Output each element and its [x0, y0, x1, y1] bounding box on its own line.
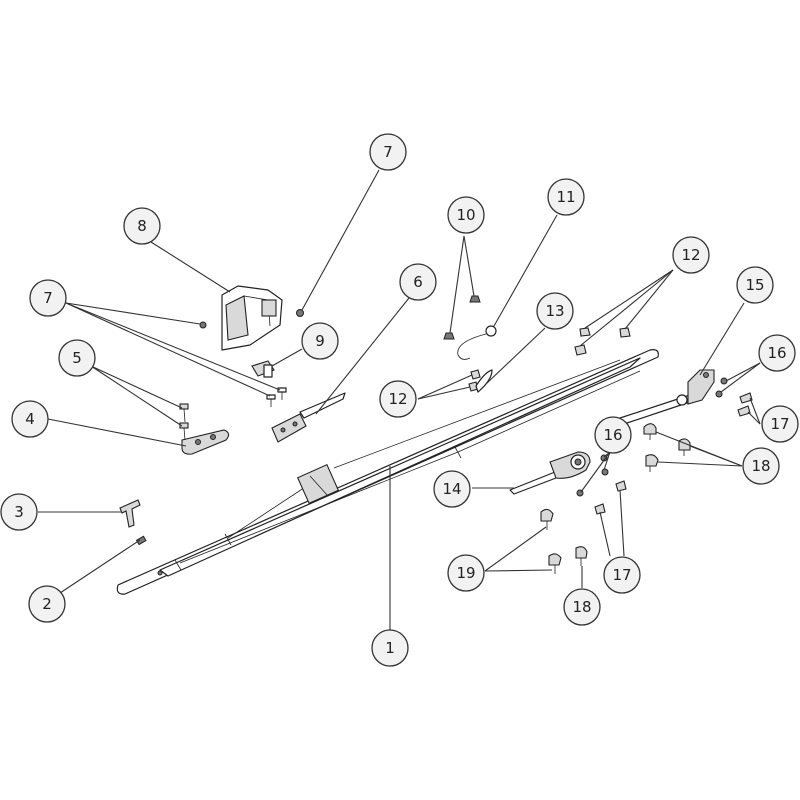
callout-9: 9 — [301, 322, 339, 360]
leader-lines — [38, 169, 761, 630]
svg-text:4: 4 — [25, 410, 35, 428]
svg-text:1: 1 — [385, 639, 395, 657]
callout-11: 11 — [547, 178, 585, 216]
svg-text:18: 18 — [751, 457, 770, 475]
part-10-small-fittings — [443, 295, 481, 340]
callout-10: 10 — [447, 196, 485, 234]
part-2-set-screw — [135, 535, 147, 546]
part-6-connector-bracket — [271, 392, 346, 443]
callout-3: 3 — [0, 493, 38, 531]
svg-text:7: 7 — [383, 143, 393, 161]
callout-17-right: 17 — [761, 405, 799, 443]
svg-text:7: 7 — [43, 289, 53, 307]
callout-19: 19 — [447, 554, 485, 592]
part-3-t-key — [119, 499, 141, 528]
svg-text:3: 3 — [14, 503, 24, 521]
svg-text:18: 18 — [572, 598, 591, 616]
svg-text:5: 5 — [72, 349, 82, 367]
callout-18-bottom: 18 — [563, 588, 601, 626]
svg-text:16: 16 — [767, 344, 786, 362]
callout-6: 6 — [399, 263, 437, 301]
callout-17-bottom: 17 — [603, 556, 641, 594]
part-1-wiper-frame — [116, 349, 659, 595]
part-18-thumb-screws — [575, 423, 691, 566]
callout-7-top: 7 — [369, 133, 407, 171]
svg-text:17: 17 — [770, 415, 789, 433]
svg-text:8: 8 — [137, 217, 147, 235]
callout-18-right: 18 — [742, 447, 780, 485]
svg-text:19: 19 — [456, 564, 475, 582]
part-12-hose-clips — [468, 327, 631, 392]
part-19-thumb-screws — [540, 508, 562, 574]
callout-4: 4 — [11, 400, 49, 438]
svg-text:13: 13 — [545, 302, 564, 320]
part-5-bolts — [179, 403, 189, 441]
part-7-screws — [199, 309, 304, 407]
callout-1: 1 — [371, 629, 409, 667]
callout-13: 13 — [536, 292, 574, 330]
svg-text:9: 9 — [315, 332, 325, 350]
svg-text:16: 16 — [603, 426, 622, 444]
callout-12-top: 12 — [672, 236, 710, 274]
part-17-bolts — [594, 392, 753, 515]
svg-text:6: 6 — [413, 273, 423, 291]
callout-14: 14 — [433, 470, 471, 508]
callout-5: 5 — [58, 339, 96, 377]
part-11-hose-with-eyelet — [457, 325, 497, 360]
callout-8: 8 — [123, 207, 161, 245]
part-15-end-bracket — [619, 369, 715, 425]
callout-16-mid: 16 — [594, 416, 632, 454]
svg-text:11: 11 — [556, 188, 575, 206]
callout-15: 15 — [736, 266, 774, 304]
part-4-clip — [181, 429, 230, 455]
svg-text:17: 17 — [612, 566, 631, 584]
callout-16-right: 16 — [758, 334, 796, 372]
part-9-cap — [251, 360, 275, 378]
part-13-clamp — [475, 369, 493, 393]
svg-text:12: 12 — [388, 390, 407, 408]
callout-12-left: 12 — [379, 380, 417, 418]
svg-text:12: 12 — [681, 246, 700, 264]
svg-text:15: 15 — [745, 276, 764, 294]
callout-7-left: 7 — [29, 279, 67, 317]
svg-text:10: 10 — [456, 206, 475, 224]
callout-2: 2 — [28, 585, 66, 623]
svg-text:14: 14 — [442, 480, 461, 498]
svg-text:2: 2 — [42, 595, 52, 613]
part-8-cover-housing — [221, 285, 283, 351]
part-14-pivot-arm — [509, 451, 591, 495]
